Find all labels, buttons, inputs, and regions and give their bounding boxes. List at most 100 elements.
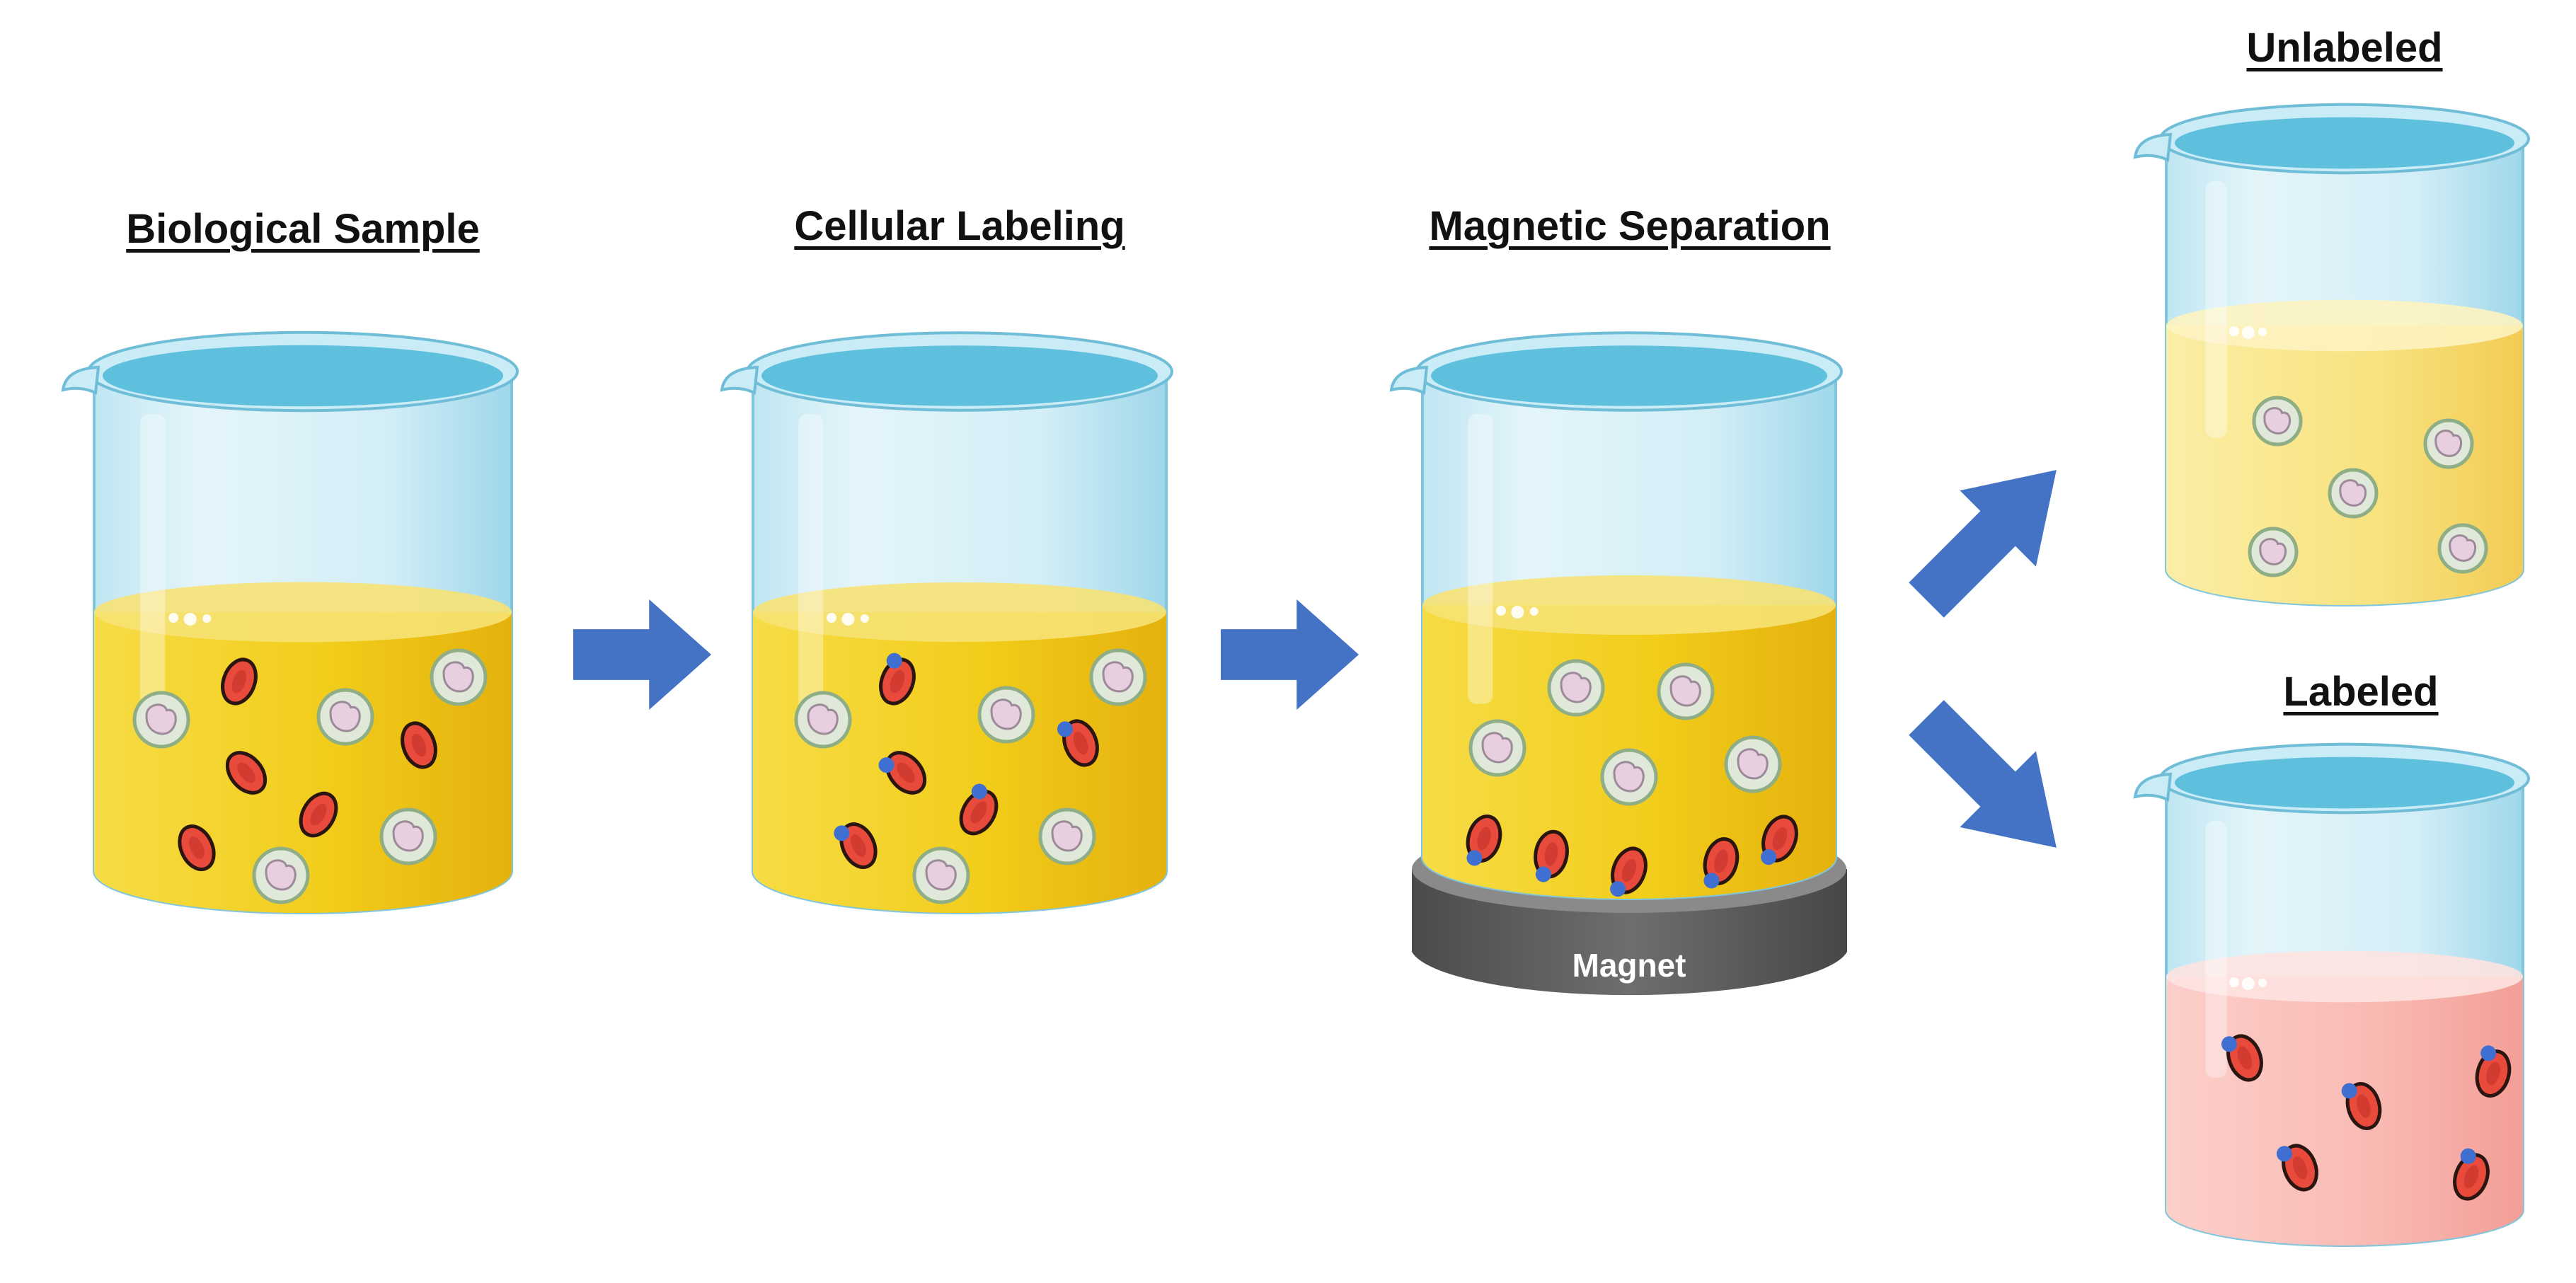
white-blood-cell-icon (2252, 396, 2303, 447)
magnetic-bead-icon (1703, 873, 1720, 889)
white-cell-nucleus (2339, 479, 2367, 507)
bubble (2229, 326, 2239, 336)
red-blood-cell-icon (225, 751, 268, 795)
beaker-rim-inner (2175, 756, 2514, 809)
red-cell-center (1772, 827, 1788, 851)
white-blood-cell-icon (1089, 648, 1147, 706)
white-cell-nucleus (329, 701, 361, 732)
white-blood-cell-icon (1724, 735, 1782, 793)
red-cell-center (2237, 1046, 2253, 1070)
red-blood-cell-icon (1610, 846, 1648, 897)
bubble (202, 614, 212, 623)
magnetic-bead-icon (1610, 881, 1626, 897)
white-blood-cell-icon (1038, 807, 1096, 865)
red-blood-cell-icon (1534, 829, 1569, 882)
glass-highlight (2205, 181, 2227, 438)
white-cell-nucleus (1560, 672, 1592, 703)
magnetic-bead-icon (1466, 850, 1483, 866)
red-blood-cell-icon (2453, 1148, 2490, 1201)
red-blood-cell-icon (1703, 837, 1740, 889)
white-cell-nucleus (2434, 430, 2463, 457)
bubble (2258, 328, 2267, 336)
glass-highlight (139, 414, 166, 712)
beaker-rim-inner (1431, 345, 1827, 406)
white-cell-nucleus (2449, 534, 2477, 562)
red-cell-center (970, 801, 987, 824)
liquid-surface (2166, 950, 2523, 1003)
white-blood-cell-icon (379, 807, 437, 865)
red-blood-cell-icon (2341, 1082, 2382, 1130)
bubble (1495, 606, 1506, 616)
magnetic-bead-icon (2221, 1036, 2237, 1052)
bubble (2258, 979, 2267, 987)
magnetic-bead-icon (1535, 866, 1551, 882)
red-cell-center (237, 762, 255, 783)
red-cell-center (189, 836, 205, 859)
white-cell-nucleus (1737, 748, 1769, 780)
magnetic-bead-icon (971, 783, 987, 800)
beaker-rim-inner (2175, 117, 2514, 169)
magnetic-bead-icon (2480, 1045, 2497, 1062)
white-cell-nucleus (990, 698, 1022, 730)
red-cell-center (231, 669, 247, 694)
beaker-spout (2133, 132, 2173, 162)
red-cell-center (1621, 858, 1637, 882)
magnetic-bead-icon (2276, 1146, 2292, 1162)
red-blood-cell-icon (401, 721, 437, 769)
white-blood-cell-icon (977, 686, 1035, 744)
white-cell-nucleus (392, 820, 424, 852)
white-cell-nucleus (145, 703, 177, 735)
red-cell-center (2357, 1094, 2371, 1118)
beaker-biological-sample (61, 330, 519, 914)
white-blood-cell-icon (1468, 719, 1526, 777)
liquid-surface (2166, 299, 2523, 352)
title-cellular-labeling: Cellular Labeling (794, 203, 1125, 249)
red-blood-cell-icon (1761, 815, 1798, 865)
white-blood-cell-icon (2437, 523, 2488, 574)
magnetic-bead-icon (2460, 1148, 2476, 1164)
red-blood-cell-icon (1057, 719, 1099, 767)
white-cell-nucleus (442, 661, 474, 693)
magnet-label: Magnet (1572, 947, 1686, 984)
magnetic-bead-icon (1057, 721, 1073, 737)
magnetic-bead-icon (2341, 1083, 2357, 1099)
title-unlabeled: Unlabeled (2246, 25, 2443, 71)
white-blood-cell-icon (2328, 468, 2379, 519)
beaker-spout (720, 365, 759, 395)
red-cell-center (1544, 842, 1558, 866)
liquid-surface (94, 582, 512, 643)
glass-highlight (2205, 821, 2227, 1078)
red-cell-center (2463, 1165, 2479, 1189)
white-cell-nucleus (1613, 761, 1645, 793)
bubble (1511, 606, 1524, 619)
red-blood-cell-icon (178, 824, 216, 871)
beaker-cellular-labeling (720, 331, 1173, 914)
bubble (2241, 977, 2255, 990)
arrow-shape (1909, 700, 2057, 848)
beaker-unlabeled (2133, 103, 2530, 606)
red-blood-cell-icon (878, 751, 927, 795)
title-labeled: Labeled (2283, 669, 2439, 715)
title-magnetic-separation: Magnetic Separation (1429, 203, 1831, 249)
white-cell-nucleus (807, 703, 839, 735)
liquid-surface (753, 582, 1166, 643)
white-blood-cell-icon (1547, 659, 1605, 717)
red-cell-center (851, 834, 866, 857)
red-cell-center (2486, 1062, 2500, 1086)
red-blood-cell-icon (959, 783, 999, 836)
white-cell-nucleus (2259, 538, 2287, 565)
magnetic-bead-icon (834, 825, 850, 841)
beaker-rim-inner (761, 345, 1158, 406)
bubble (2229, 977, 2239, 987)
bubble (183, 613, 197, 626)
white-blood-cell-icon (1600, 748, 1658, 806)
red-cell-center (1073, 731, 1088, 755)
red-cell-center (2292, 1156, 2308, 1180)
glass-highlight (798, 414, 824, 712)
white-blood-cell-icon (132, 691, 190, 749)
red-cell-center (310, 803, 327, 826)
beaker-spout (2133, 772, 2173, 802)
arrow-icon (1909, 470, 2057, 618)
red-cell-center (411, 733, 427, 757)
